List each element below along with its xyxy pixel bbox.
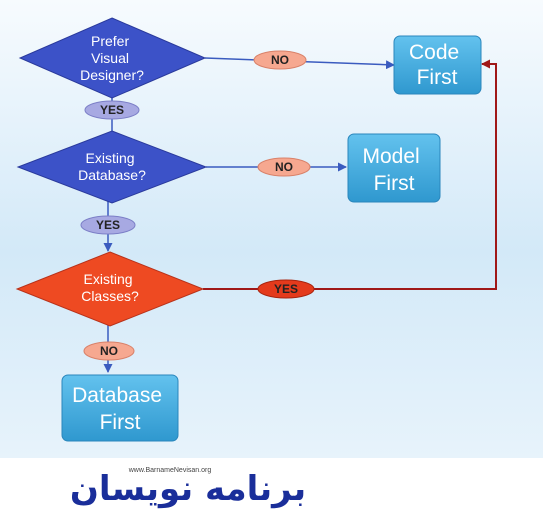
outcome-text-line: First xyxy=(417,66,458,89)
logo-text: برنامه نویسان xyxy=(70,469,306,509)
pill-classes-no: NO xyxy=(83,341,135,361)
decision-diamond xyxy=(15,251,205,327)
pill-shape xyxy=(84,100,140,120)
pill-shape xyxy=(83,341,135,361)
logo-url: www.BarnameNevisan.org xyxy=(128,467,212,474)
svg-text:Model First: Model First xyxy=(362,145,425,195)
outcome-box xyxy=(61,374,179,442)
decision-text-line: Visual xyxy=(91,50,129,66)
decision-existing-database: Existing Database? xyxy=(16,130,208,204)
decision-visual-designer: Prefer Visual Designer? xyxy=(18,17,207,99)
connector-classes-yes xyxy=(203,59,497,290)
pill-shape xyxy=(80,215,136,235)
decision-diamond xyxy=(16,130,208,204)
outcome-text-line: Database xyxy=(72,384,162,407)
decision-existing-classes: Existing Classes? xyxy=(15,251,205,327)
pill-label: YES xyxy=(274,282,298,296)
svg-text:Database First: Database First xyxy=(72,384,168,434)
outcome-box xyxy=(347,133,441,203)
outcome-text-line: Model xyxy=(362,145,419,168)
outcome-text-line: Code xyxy=(409,41,459,64)
svg-text:Existing Classes?: Existing Classes? xyxy=(81,271,139,304)
pill-label: YES xyxy=(96,218,120,232)
svg-text:Existing Database?: Existing Database? xyxy=(78,150,146,183)
decision-text-line: Database? xyxy=(78,167,146,183)
svg-text:Prefer Visual Desi: Prefer Visual Designer? xyxy=(80,33,144,83)
pill-label: NO xyxy=(271,53,289,67)
outcome-model-first: Model First xyxy=(347,133,441,203)
pill-shape xyxy=(257,279,315,299)
decision-text-line: Existing xyxy=(86,150,135,166)
pill-database-yes: YES xyxy=(80,215,136,235)
decision-text-line: Prefer xyxy=(91,33,129,49)
outcome-box xyxy=(393,35,482,95)
pill-visual-yes: YES xyxy=(84,100,140,120)
pill-label: NO xyxy=(275,160,293,174)
pill-database-no: NO xyxy=(257,157,311,177)
outcome-database-first: Database First xyxy=(61,374,179,442)
pill-visual-no: NO xyxy=(253,50,307,70)
outcome-text-line: First xyxy=(374,172,415,195)
pill-label: YES xyxy=(100,103,124,117)
pill-label: NO xyxy=(100,344,118,358)
decision-text-line: Classes? xyxy=(81,288,139,304)
decision-text-line: Designer? xyxy=(80,67,144,83)
pill-shape xyxy=(253,50,307,70)
svg-text:Code First: Code First xyxy=(409,41,465,89)
decision-text-line: Existing xyxy=(84,271,133,287)
footer-logo: برنامه نویسان www.BarnameNevisan.org xyxy=(70,467,306,509)
pill-shape xyxy=(257,157,311,177)
outcome-text-line: First xyxy=(100,411,141,434)
pill-classes-yes: YES xyxy=(257,279,315,299)
outcome-code-first: Code First xyxy=(393,35,482,95)
decision-diamond xyxy=(18,17,207,99)
